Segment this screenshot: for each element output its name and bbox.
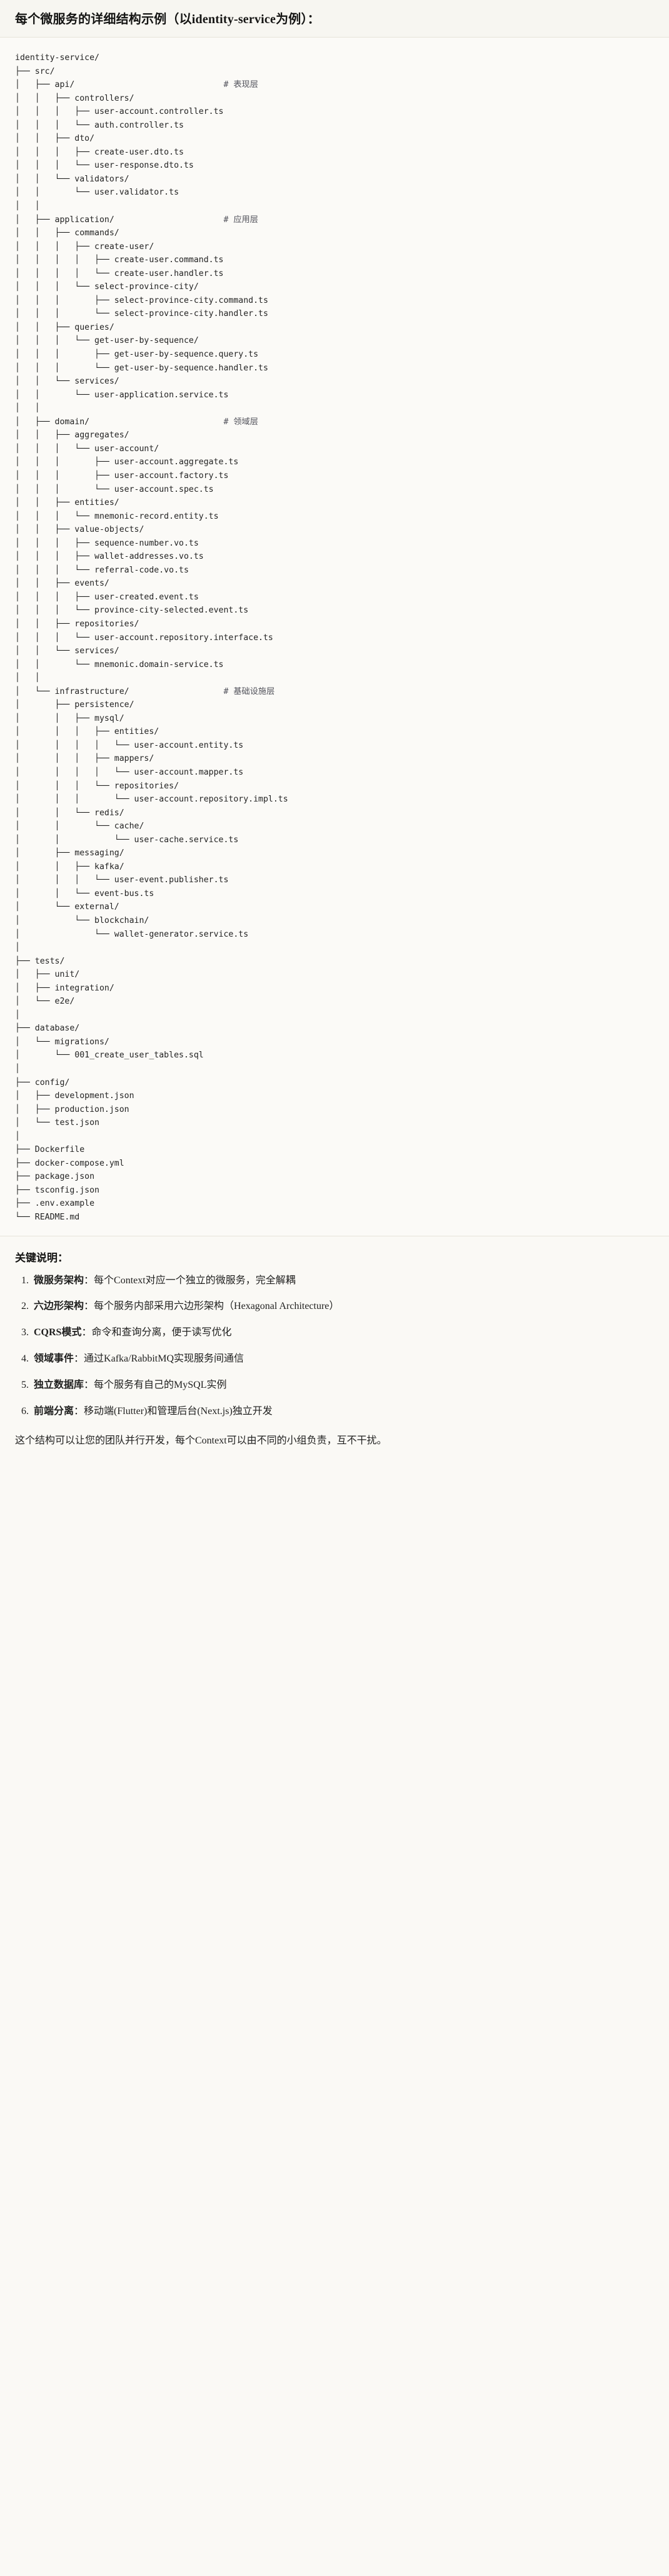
- key-point-label: 六边形架构: [34, 1301, 84, 1312]
- key-point-label: 独立数据库: [34, 1379, 84, 1390]
- tree-comment: # 应用层: [223, 215, 258, 225]
- key-points-title: 关键说明：: [15, 1251, 68, 1264]
- list-item: 六边形架构：每个服务内部采用六边形架构（Hexagonal Architectu…: [31, 1299, 654, 1315]
- key-point-label: 前端分离: [34, 1405, 74, 1417]
- key-point-text: 通过Kafka/RabbitMQ实现服务间通信: [84, 1353, 244, 1364]
- directory-tree: identity-service/ ├── src/ │ ├── api/ # …: [15, 53, 288, 1223]
- tree-comment: # 表现层: [223, 80, 258, 90]
- key-point-separator: ：: [74, 1353, 84, 1364]
- key-point-text: 每个服务内部采用六边形架构（Hexagonal Architecture）: [94, 1301, 340, 1312]
- closing-paragraph: 这个结构可以让您的团队并行开发，每个Context可以由不同的小组负责，互不干扰…: [15, 1435, 387, 1447]
- tree-comment: # 基础设施层: [223, 686, 275, 696]
- document-header: 每个微服务的详细结构示例（以identity-service为例）：: [0, 0, 669, 38]
- directory-tree-block: identity-service/ ├── src/ │ ├── api/ # …: [0, 38, 669, 1236]
- key-points-section: 关键说明： 微服务架构：每个Context对应一个独立的微服务，完全解耦 六边形…: [0, 1236, 669, 1465]
- list-item: 前端分离：移动端(Flutter)和管理后台(Next.js)独立开发: [31, 1404, 654, 1420]
- key-point-text: 命令和查询分离，便于读写优化: [91, 1327, 232, 1338]
- key-point-separator: ：: [84, 1275, 94, 1286]
- list-item: 微服务架构：每个Context对应一个独立的微服务，完全解耦: [31, 1273, 654, 1289]
- key-point-label: CQRS模式: [34, 1327, 82, 1338]
- list-item: 领域事件：通过Kafka/RabbitMQ实现服务间通信: [31, 1352, 654, 1367]
- key-point-separator: ：: [84, 1301, 94, 1312]
- key-points-list: 微服务架构：每个Context对应一个独立的微服务，完全解耦 六边形架构：每个服…: [15, 1273, 654, 1420]
- key-point-text: 移动端(Flutter)和管理后台(Next.js)独立开发: [84, 1405, 273, 1417]
- key-point-label: 微服务架构: [34, 1275, 84, 1286]
- key-point-separator: ：: [84, 1379, 94, 1390]
- tree-comment: # 领域层: [223, 417, 258, 427]
- key-point-separator: ：: [81, 1327, 92, 1338]
- list-item: 独立数据库：每个服务有自己的MySQL实例: [31, 1378, 654, 1393]
- key-point-text: 每个Context对应一个独立的微服务，完全解耦: [94, 1275, 296, 1286]
- key-point-separator: ：: [74, 1405, 84, 1417]
- page-title: 每个微服务的详细结构示例（以identity-service为例）：: [15, 13, 320, 26]
- list-item: CQRS模式：命令和查询分离，便于读写优化: [31, 1325, 654, 1341]
- key-point-text: 每个服务有自己的MySQL实例: [94, 1379, 227, 1390]
- key-point-label: 领域事件: [34, 1353, 74, 1364]
